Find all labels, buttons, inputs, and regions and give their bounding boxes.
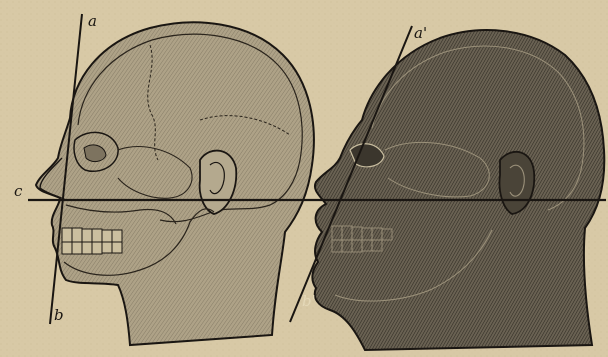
label-b: b	[54, 306, 64, 324]
label-a-prime: a'	[414, 24, 427, 42]
label-c: c	[14, 182, 23, 200]
label-a: a	[88, 12, 97, 30]
left-teeth	[62, 228, 122, 254]
label-b-prime: b'	[302, 292, 316, 310]
